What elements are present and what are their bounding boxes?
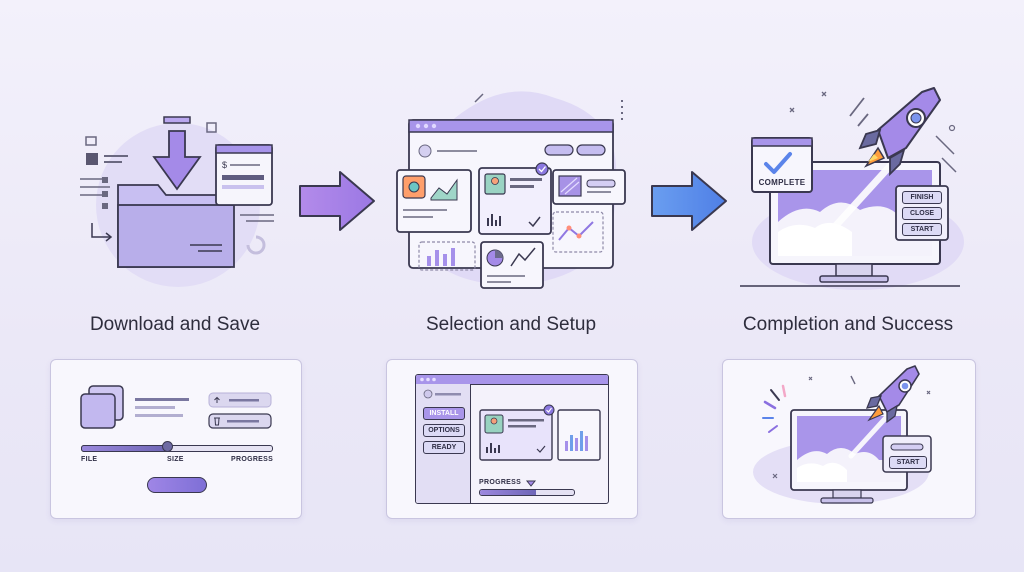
success-card-art: [753, 365, 932, 504]
install-button[interactable]: INSTALL: [423, 407, 465, 420]
rocket-icon: [858, 87, 941, 177]
success-card: START: [722, 359, 976, 519]
svg-text:$: $: [222, 160, 227, 170]
file-size-slider[interactable]: [81, 441, 273, 452]
label-size: SIZE: [167, 456, 184, 463]
success-illustration-art: [740, 87, 964, 290]
setup-illustration-art: [396, 91, 626, 289]
success-illustration: COMPLETE FINISH CLOSE START: [740, 82, 970, 297]
download-illustration: $: [70, 105, 290, 300]
step-title-download: Download and Save: [89, 314, 261, 335]
start-button[interactable]: START: [902, 223, 942, 236]
setup-window-titlebar: [416, 375, 608, 385]
close-button[interactable]: CLOSE: [902, 207, 942, 220]
setup-progress-bar: [479, 489, 575, 496]
setup-window-art: [420, 377, 601, 487]
trash-icon: [214, 417, 220, 426]
progress-label: PROGRESS: [479, 479, 522, 486]
download-arrow-icon: [152, 130, 202, 191]
download-tray: [163, 116, 191, 124]
check-badge-icon: [543, 404, 555, 416]
download-card: FILE SIZE PROGRESS: [50, 359, 302, 519]
finish-button[interactable]: FINISH: [902, 191, 942, 204]
step-title-setup: Selection and Setup: [425, 314, 597, 335]
arrow-right-icon: [651, 171, 727, 231]
label-progress: PROGRESS: [231, 456, 274, 463]
rocket-icon: [865, 365, 920, 424]
setup-illustration: [385, 78, 650, 300]
arrow-right-icon: [299, 171, 375, 231]
complete-badge-label: COMPLETE: [758, 178, 806, 187]
download-illustration-art: $: [80, 116, 274, 287]
step-title-success: Completion and Success: [742, 314, 954, 335]
square-icon: [86, 153, 98, 165]
setup-card: INSTALL OPTIONS READY PROGRESS: [386, 359, 638, 519]
ready-button[interactable]: READY: [423, 441, 465, 454]
setup-window: INSTALL OPTIONS READY PROGRESS: [415, 374, 609, 504]
upload-icon: [214, 396, 220, 403]
label-file: FILE: [81, 456, 98, 463]
setup-progress-fill: [480, 490, 537, 495]
download-button[interactable]: [147, 477, 207, 493]
slider-thumb[interactable]: [161, 441, 173, 452]
options-button[interactable]: OPTIONS: [423, 424, 465, 437]
success-start-button[interactable]: START: [889, 456, 927, 469]
check-badge-icon: [535, 162, 549, 176]
checkmark-icon: [764, 152, 792, 174]
slider-fill: [81, 445, 169, 452]
download-card-art: [80, 385, 272, 429]
